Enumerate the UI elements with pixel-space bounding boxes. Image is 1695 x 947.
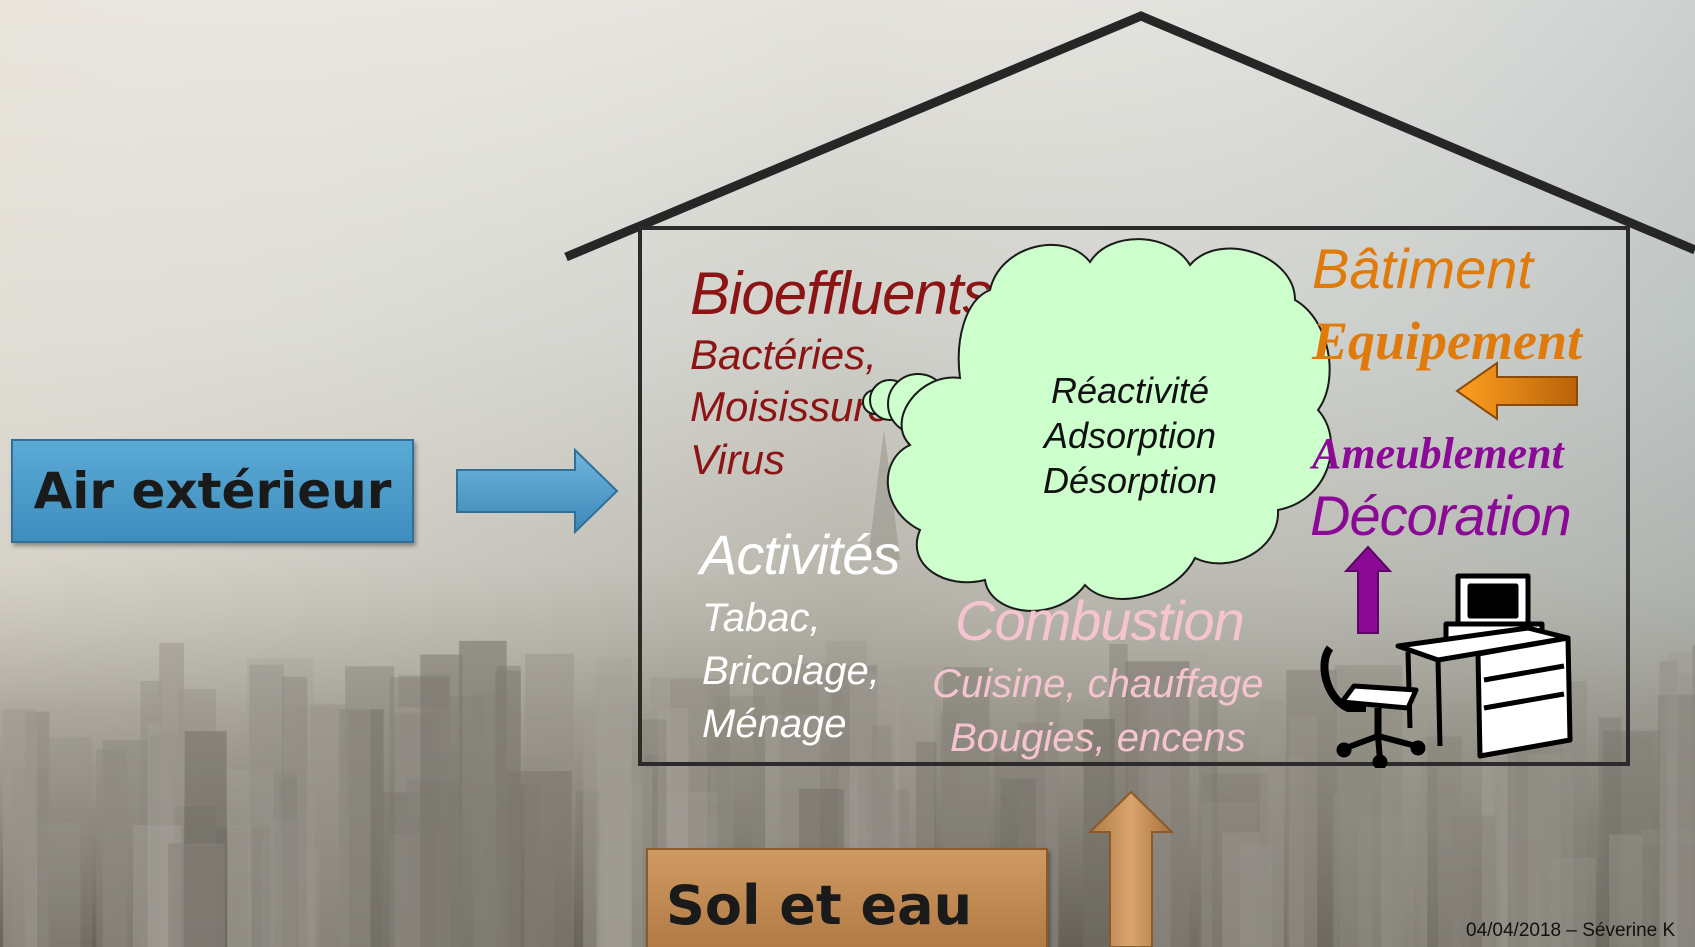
city-building: [1286, 669, 1337, 947]
bioeffluents-item-bacteria: Bactéries,: [690, 331, 877, 378]
city-building: [345, 666, 395, 947]
city-building: [1421, 736, 1462, 947]
outside-air-label: Air extérieur: [33, 462, 392, 520]
city-building: [227, 825, 252, 947]
city-building: [1415, 791, 1472, 947]
city-building: [604, 784, 643, 947]
arrow-up-icon: [1088, 790, 1174, 947]
city-building: [271, 819, 297, 947]
soil-water-box: Sol et eau: [646, 848, 1048, 947]
cloud-line-adsorption: Adsorption: [1043, 415, 1217, 456]
footer-date-author: 04/04/2018 – Séverine K: [1466, 920, 1676, 941]
city-building: [279, 777, 297, 947]
city-building: [297, 705, 349, 947]
city-building: [96, 749, 127, 947]
arrow-right-icon: [456, 448, 619, 534]
city-building: [1358, 815, 1415, 947]
cloud-line-desorption: Désorption: [1042, 460, 1218, 501]
bioeffluents-item-virus: Virus: [690, 436, 785, 483]
outside-air-box: Air extérieur: [11, 439, 414, 543]
furniture-label: Ameublement: [1312, 429, 1564, 478]
city-building: [601, 766, 653, 947]
activities-title: Activités: [700, 523, 900, 586]
city-building: [1201, 802, 1258, 947]
city-building: [273, 769, 297, 947]
arrow-up-icon: [1344, 545, 1392, 634]
city-building: [3, 709, 37, 947]
city-building: [249, 664, 284, 947]
city-building: [1527, 753, 1574, 947]
city-building: [246, 658, 314, 947]
bioeffluents-title: Bioeffluents: [690, 260, 993, 327]
city-building: [1567, 830, 1608, 947]
city-building: [1438, 765, 1494, 947]
city-building: [339, 709, 384, 947]
city-building: [523, 754, 554, 947]
house-walls: [638, 226, 1630, 766]
city-building: [494, 670, 521, 947]
city-building: [1332, 794, 1372, 947]
city-building: [1667, 652, 1695, 947]
office-desk-icon: [1320, 573, 1573, 768]
city-building: [49, 737, 92, 947]
combustion-title: Combustion: [955, 589, 1245, 652]
combustion-item-cooking: Cuisine, chauffage: [932, 662, 1264, 706]
activities-item-diy: Bricolage,: [702, 649, 880, 693]
city-building: [1692, 645, 1695, 947]
city-building: [261, 793, 316, 947]
city-building: [1509, 718, 1562, 947]
equipment-label: Equipement: [1312, 311, 1583, 371]
city-building: [576, 791, 600, 947]
city-building: [167, 843, 225, 947]
city-building: [310, 704, 371, 947]
cloud-text: Réactivité Adsorption Désorption: [1025, 368, 1235, 503]
city-building: [1550, 857, 1596, 947]
city-building: [1198, 694, 1218, 947]
city-building: [1147, 680, 1212, 947]
activities-item-tobacco: Tabac,: [702, 596, 821, 640]
city-building: [420, 654, 463, 947]
city-building: [459, 640, 507, 947]
city-building: [1451, 815, 1496, 947]
cloud-line-reactivity: Réactivité: [1050, 370, 1210, 411]
activities-item-cleaning: Ménage: [702, 702, 847, 746]
cloud-body: [886, 238, 1333, 612]
city-building: [525, 653, 574, 947]
city-building: [1334, 665, 1403, 947]
city-building: [1288, 716, 1318, 947]
city-building: [406, 779, 461, 947]
city-building: [1240, 844, 1272, 947]
city-building: [1659, 661, 1678, 947]
city-building: [281, 676, 308, 947]
combustion-item-candles: Bougies, encens: [950, 716, 1246, 760]
city-building: [506, 771, 572, 947]
soil-water-label: Sol et eau: [666, 874, 973, 937]
arrow-left-icon: [1455, 361, 1578, 421]
decoration-label: Décoration: [1310, 484, 1572, 547]
city-building: [1609, 834, 1643, 947]
house-roof: [564, 11, 1695, 262]
city-building: [583, 714, 631, 947]
building-label: Bâtiment: [1312, 237, 1533, 300]
